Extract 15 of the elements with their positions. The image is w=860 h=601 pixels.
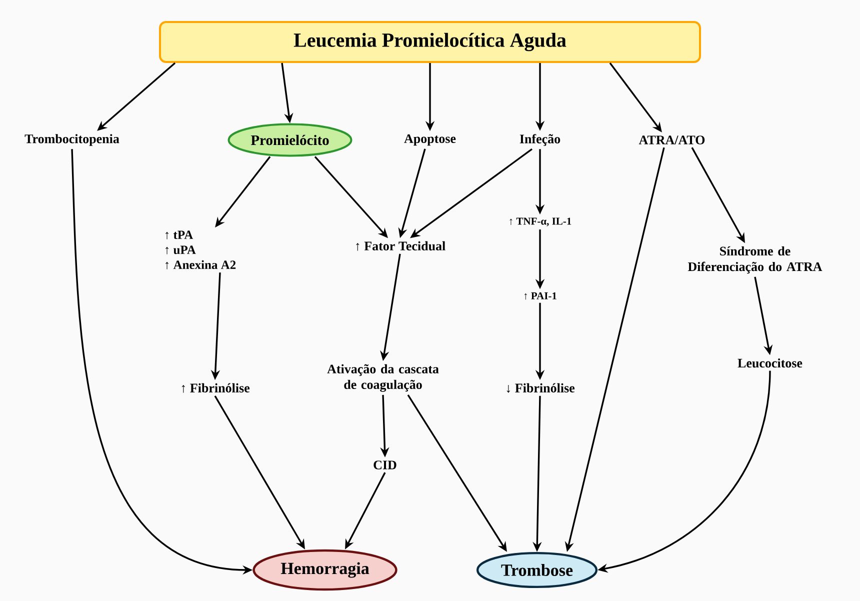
term-label: Ativação da cascata de coagulação <box>327 364 439 392</box>
term-label: ↑ PAI-1 <box>524 292 556 300</box>
title-box: Leucemia Promielocítica Aguda <box>159 21 701 63</box>
term-label: ATRA/ATO <box>638 136 705 144</box>
term-label: Infeção <box>520 134 560 146</box>
term-label: ↑ TNF-α, IL-1 <box>510 218 572 226</box>
term-label: Apoptose <box>404 134 456 146</box>
term-label: ↓ Fibrinólise <box>506 383 575 393</box>
term-label: ↑ Fator Tecidual <box>356 241 446 251</box>
term-label: Síndrome de Diferenciação do ATRA <box>688 246 822 274</box>
term-label: ↑ Fibrinólise <box>182 383 250 393</box>
term-label: CID <box>374 460 396 470</box>
term-label: Leucocitose <box>738 358 802 368</box>
term-label: Trombocitopenia <box>24 134 120 146</box>
term-list: ↑ tPA ↑ uPA ↑ Anexina A2 <box>166 230 236 270</box>
